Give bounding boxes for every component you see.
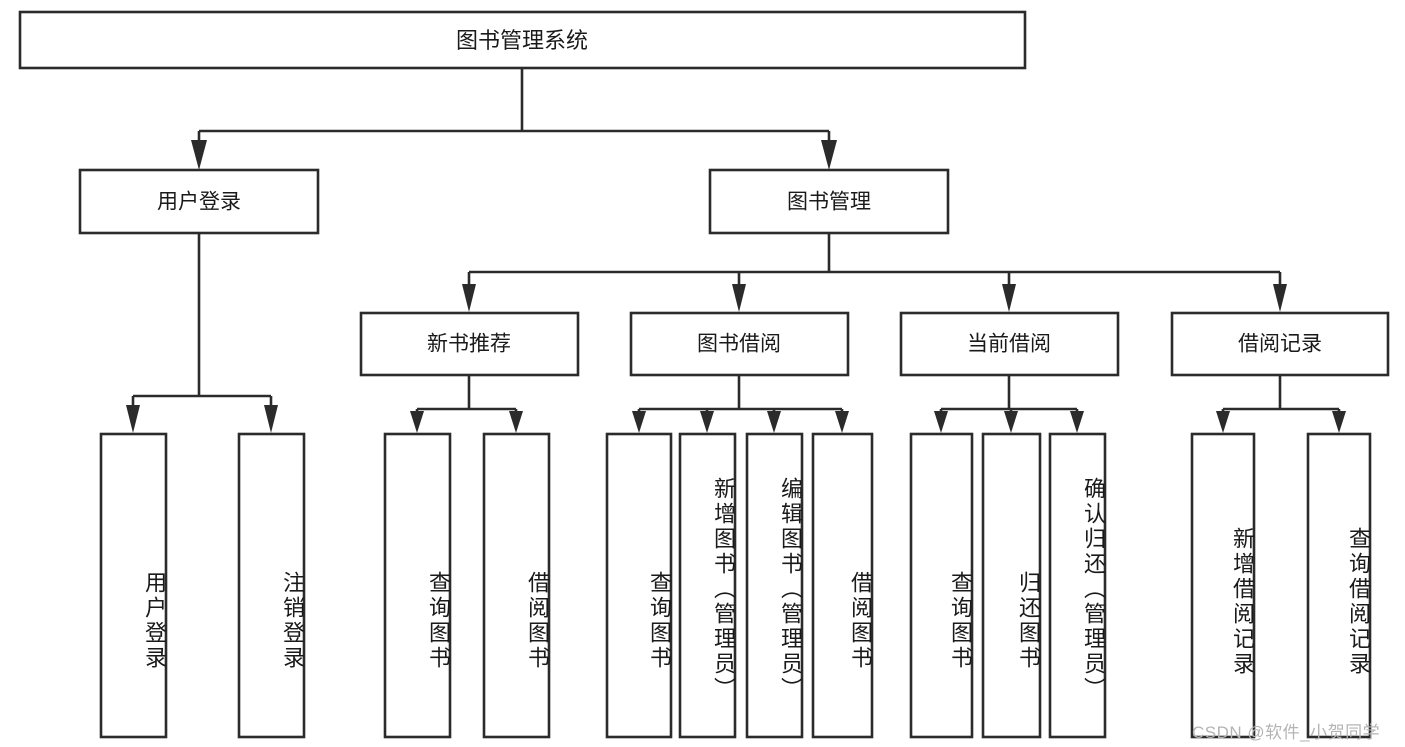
leaf-rect-user-login[interactable] bbox=[99, 432, 168, 739]
leaf-rect-group bbox=[99, 432, 1372, 739]
node-new-book-recommend-label: 新书推荐 bbox=[427, 333, 511, 356]
node-root-rect bbox=[18, 10, 1027, 70]
edge-group-current-borrow bbox=[934, 375, 1084, 433]
arrowhead-user-login bbox=[191, 140, 207, 170]
node-user-login-label: 用户登录 bbox=[157, 191, 241, 214]
edge-group-borrow-record bbox=[1216, 375, 1346, 433]
arrowhead-nbr-borrow-book bbox=[509, 411, 523, 433]
leaf-rect-cb-return-book[interactable] bbox=[981, 432, 1042, 739]
node-borrow-record-label: 借阅记录 bbox=[1238, 333, 1322, 356]
arrowhead-leaf-user-login bbox=[126, 405, 140, 433]
node-book-management[interactable]: 图书管理 bbox=[708, 168, 950, 235]
node-book-borrow-label: 图书借阅 bbox=[697, 333, 781, 356]
edge-group-user-login bbox=[126, 233, 278, 433]
arrowhead-current-borrow bbox=[1002, 284, 1016, 312]
leaf-rect-cb-confirm-return[interactable] bbox=[1048, 432, 1107, 739]
arrowhead-bb-edit-book bbox=[767, 411, 781, 433]
leaf-rect-bb-query-book[interactable] bbox=[605, 432, 673, 739]
arrowhead-leaf-logout bbox=[264, 405, 278, 433]
leaf-rect-nbr-borrow-book[interactable] bbox=[482, 432, 551, 739]
leaf-rect-cb-query-book[interactable] bbox=[909, 432, 974, 739]
node-book-management-label: 图书管理 bbox=[787, 191, 871, 214]
arrowhead-bb-borrow-book bbox=[835, 411, 849, 433]
arrowhead-br-query-record bbox=[1332, 411, 1346, 433]
edge-group-root bbox=[191, 68, 837, 170]
leaf-rect-nbr-query-book[interactable] bbox=[383, 432, 452, 739]
arrowhead-nbr-query-book bbox=[410, 411, 424, 433]
node-book-borrow[interactable]: 图书借阅 bbox=[629, 311, 850, 377]
leaf-rect-br-add-record[interactable] bbox=[1190, 432, 1256, 739]
node-user-login[interactable]: 用户登录 bbox=[78, 168, 320, 235]
node-borrow-record-rect bbox=[1170, 311, 1390, 377]
node-root-label: 图书管理系统 bbox=[456, 28, 588, 53]
node-borrow-record[interactable]: 借阅记录 bbox=[1170, 311, 1390, 377]
arrowhead-book-mgmt bbox=[821, 140, 837, 170]
leaf-rect-bb-borrow-book[interactable] bbox=[811, 432, 874, 739]
leaf-rect-br-query-record[interactable] bbox=[1306, 432, 1372, 739]
edge-group-new-book-rec bbox=[410, 375, 523, 433]
arrowhead-book-borrow bbox=[732, 284, 746, 312]
leaf-rect-logout[interactable] bbox=[237, 432, 306, 739]
leaf-rect-bb-add-book[interactable] bbox=[678, 432, 737, 739]
arrowhead-cb-query-book bbox=[934, 411, 948, 433]
node-book-management-rect bbox=[708, 168, 950, 235]
node-new-book-recommend-rect bbox=[359, 311, 580, 377]
arrowhead-cb-confirm-return bbox=[1070, 411, 1084, 433]
node-user-login-rect bbox=[78, 168, 320, 235]
edge-group-book-mgmt bbox=[462, 233, 1287, 312]
node-book-borrow-rect bbox=[629, 311, 850, 377]
arrowhead-br-add-record bbox=[1216, 411, 1230, 433]
node-current-borrow-label: 当前借阅 bbox=[967, 333, 1051, 356]
arrowhead-bb-query-book bbox=[632, 411, 646, 433]
edge-group-book-borrow bbox=[632, 375, 849, 433]
node-new-book-recommend[interactable]: 新书推荐 bbox=[359, 311, 580, 377]
node-root-system[interactable]: 图书管理系统 bbox=[18, 10, 1027, 70]
arrowhead-cb-return-book bbox=[1004, 411, 1018, 433]
leaf-rect-bb-edit-book[interactable] bbox=[745, 432, 804, 739]
arrowhead-new-book-rec bbox=[462, 284, 476, 312]
csdn-watermark: CSDN @软件_小贺同学 bbox=[1192, 723, 1381, 742]
arrowhead-borrow-record bbox=[1273, 284, 1287, 312]
node-current-borrow[interactable]: 当前借阅 bbox=[899, 311, 1120, 377]
arrowhead-bb-add-book bbox=[700, 411, 714, 433]
node-current-borrow-rect bbox=[899, 311, 1120, 377]
